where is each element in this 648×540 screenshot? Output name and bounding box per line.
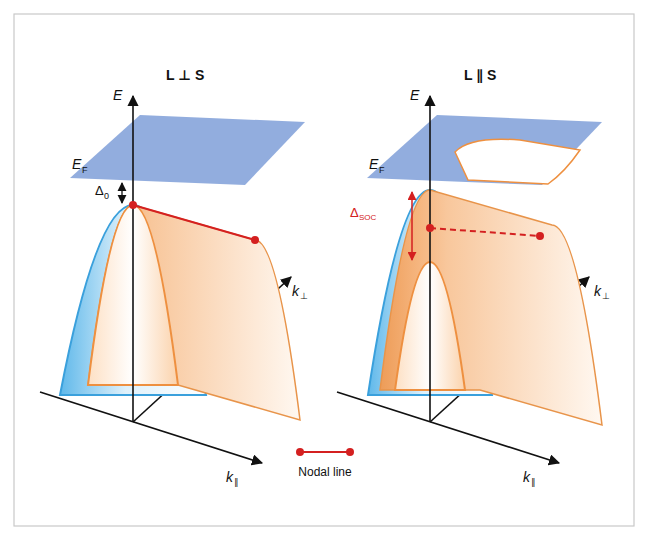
subscript: 0 [104,192,109,201]
nodal-point [251,236,259,244]
subscript: SOC [359,214,376,222]
subscript: ∥ [234,478,239,487]
legend-sample [296,448,354,456]
axis-label: k [594,284,601,298]
nodal-point [426,224,434,232]
orange-band-surface [88,205,300,420]
left-panel [40,96,305,463]
legend-text: Nodal line [298,466,351,478]
energy-axis [429,96,431,422]
gap-label: Δ [95,184,104,197]
nodal-line [133,205,255,240]
right-panel [337,96,602,463]
axis-label: k [523,470,530,484]
legend-dot [346,448,354,456]
subscript: ⊥ [300,292,308,301]
panel-title: L ⊥ S [166,68,204,82]
legend-dot [296,448,304,456]
gap-arrow [121,183,122,203]
legend-line [300,451,350,453]
orange-band-surface [380,190,602,425]
subscript: ⊥ [602,292,610,301]
subscript: F [82,166,88,175]
axis-label: k [292,284,299,298]
nodal-point [129,201,137,209]
axis-label: E [113,88,122,102]
soc-gap-arrow [411,192,413,260]
plane-hole [455,139,580,184]
nodal-line [430,228,540,236]
nodal-point [536,232,544,240]
panel-title: L ∥ S [464,68,496,82]
subscript: F [379,166,385,175]
frame [14,14,634,526]
axis-label: k [226,470,233,484]
fermi-label: E [72,157,81,171]
subscript: ∥ [531,478,536,487]
soc-gap-label: Δ [350,206,359,219]
axis-label: E [410,88,419,102]
fermi-label: E [369,157,378,171]
fermi-plane [70,115,305,185]
k-par-axis [40,392,262,463]
k-par-axis [337,392,559,463]
fermi-plane [367,115,602,185]
energy-axis [132,96,134,422]
